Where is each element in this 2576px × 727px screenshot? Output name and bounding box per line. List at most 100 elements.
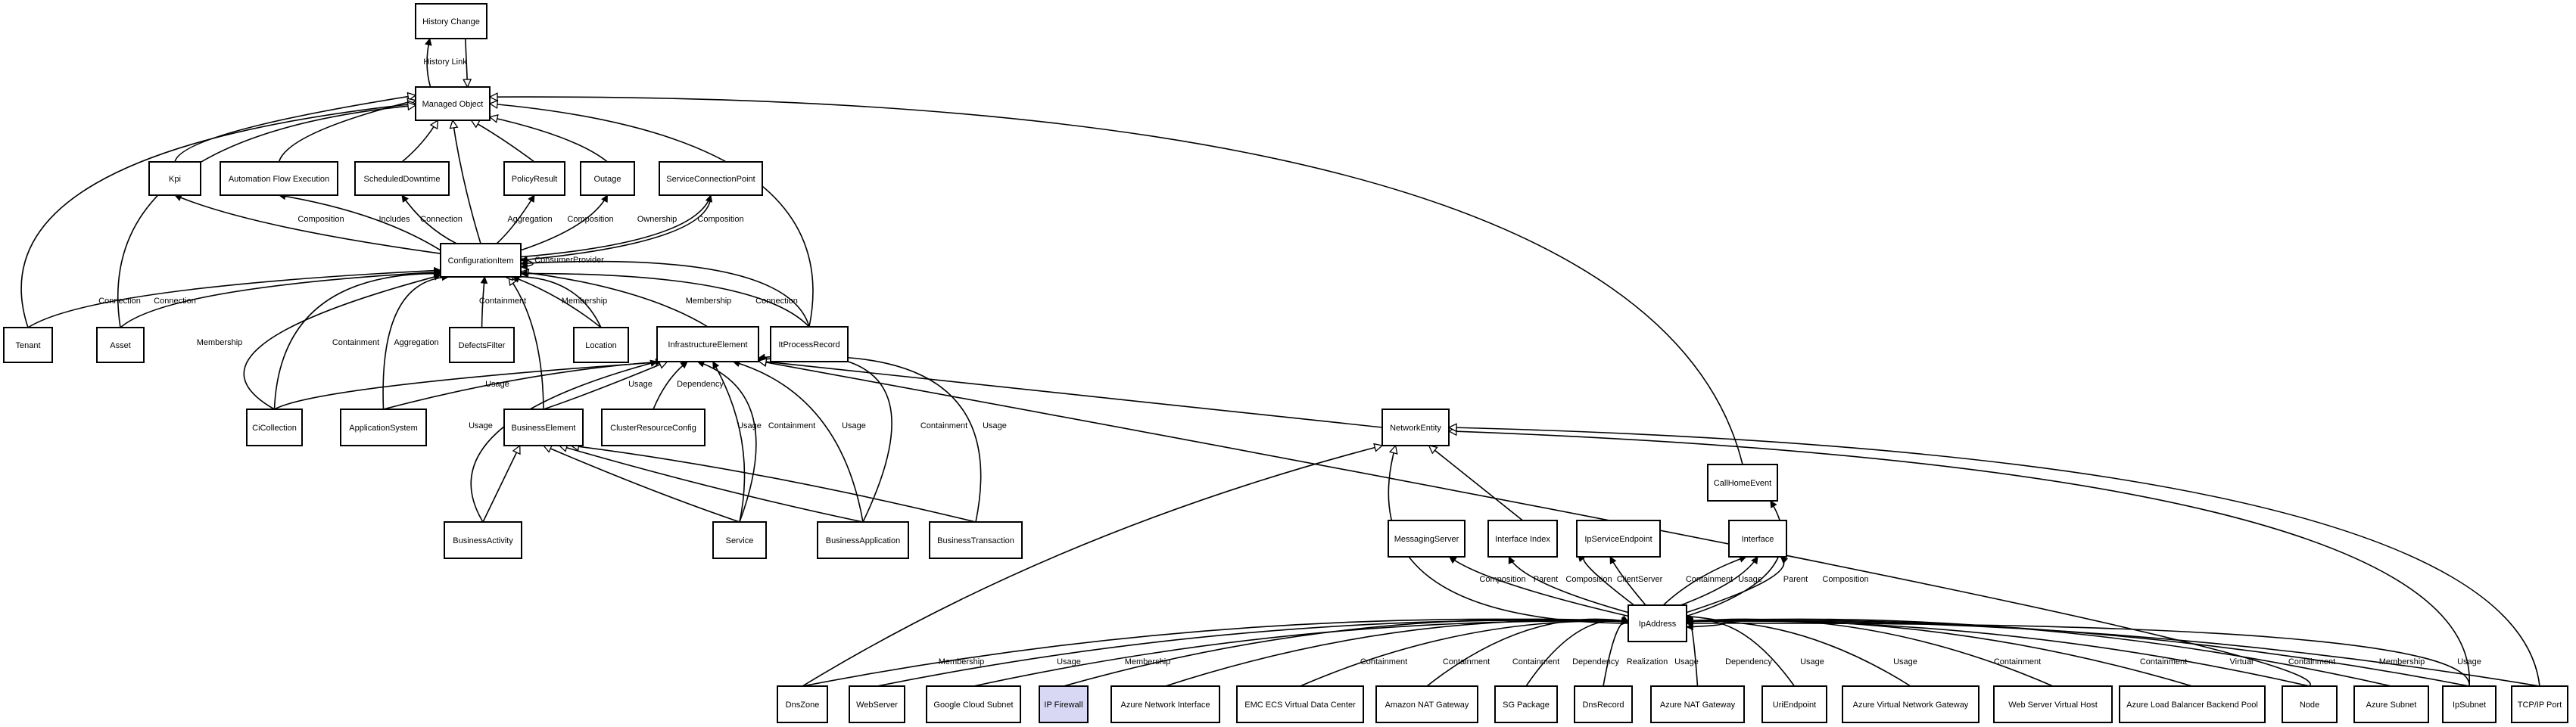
node-ip-service-endpoint[interactable]: IpServiceEndpoint <box>1576 520 1661 558</box>
node-tenant[interactable]: Tenant <box>3 327 53 363</box>
node-business-activity[interactable]: BusinessActivity <box>444 521 522 559</box>
edge-amazon-nat-gateway-ip <box>1426 619 1628 687</box>
edge-df-ci <box>482 277 485 328</box>
node-label: IpServiceEndpoint <box>1584 535 1652 544</box>
edge-out-mo <box>490 117 608 163</box>
edge-ba-ie-label: Usage <box>469 421 493 430</box>
edge-ip-if <box>1662 557 1746 606</box>
node-amazon-nat-gateway[interactable]: Amazon NAT Gateway <box>1375 685 1478 723</box>
edge-azure-nat-gateway-ip <box>1687 619 1699 687</box>
node-kpi[interactable]: Kpi <box>148 161 201 196</box>
node-azure-network-interface[interactable]: Azure Network Interface <box>1110 685 1220 723</box>
node-box <box>2353 685 2429 723</box>
edge-ip-subnet-ip-label: Containment <box>2288 657 2335 666</box>
edge-sd-mo <box>401 120 438 163</box>
edge-as-ci <box>382 277 449 410</box>
node-it-process-record[interactable]: ItProcessRecord <box>770 326 849 362</box>
node-cluster-resource-config[interactable]: ClusterResourceConfig <box>601 409 706 446</box>
node-box <box>415 86 491 121</box>
node-dns-record[interactable]: DnsRecord <box>1574 685 1633 723</box>
node-uri-endpoint[interactable]: UriEndpoint <box>1761 685 1827 723</box>
node-configuration-item[interactable]: ConfigurationItem <box>440 243 522 278</box>
node-interface[interactable]: Interface <box>1728 520 1787 558</box>
node-call-home-event[interactable]: CallHomeEvent <box>1707 464 1778 502</box>
edge-emc-ecs-vdc-ip <box>1300 621 1629 687</box>
node-box <box>1842 685 1980 723</box>
node-box <box>1728 520 1787 558</box>
edge-ip-firewall-ip <box>1063 619 1628 687</box>
node-defects-filter[interactable]: DefectsFilter <box>449 327 515 363</box>
node-sg-package[interactable]: SG Package <box>1494 685 1558 723</box>
node-box <box>770 326 849 362</box>
node-infrastructure-element[interactable]: InfrastructureElement <box>656 326 759 362</box>
node-automation-flow-execution[interactable]: Automation Flow Execution <box>220 161 338 196</box>
node-application-system[interactable]: ApplicationSystem <box>340 409 427 446</box>
node-label: ClusterResourceConfig <box>610 424 696 433</box>
node-managed-object[interactable]: Managed Object <box>415 86 491 121</box>
node-dns-zone[interactable]: DnsZone <box>777 685 828 723</box>
node-label: Node <box>2300 701 2319 710</box>
node-scheduled-downtime[interactable]: ScheduledDowntime <box>354 161 450 196</box>
node-ip-firewall[interactable]: IP Firewall <box>1039 685 1089 723</box>
node-history-change[interactable]: History Change <box>415 3 487 39</box>
node-google-cloud-subnet[interactable]: Google Cloud Subnet <box>926 685 1021 723</box>
edge-ci-pr <box>496 195 535 244</box>
node-node[interactable]: Node <box>2282 685 2338 723</box>
node-ip-address[interactable]: IpAddress <box>1628 604 1687 642</box>
edge-bapp-ie-label: Usage <box>842 421 866 430</box>
node-ci-collection[interactable]: CiCollection <box>246 409 303 446</box>
node-box <box>573 327 629 363</box>
edge-ci-self-label: ConsumerProvider <box>534 256 604 265</box>
edge-dns-ne <box>802 446 1382 687</box>
node-web-server-virtual-host[interactable]: Web Server Virtual Host <box>1993 685 2113 723</box>
edge-azure-lb-backend-pool-ip-label: Containment <box>1994 657 2041 666</box>
edge-ne-ie <box>758 361 1383 428</box>
node-box <box>712 521 767 559</box>
edge-emc-ecs-vdc-ip-label: Containment <box>1443 657 1490 666</box>
node-box <box>449 327 515 363</box>
node-box <box>2442 685 2497 723</box>
edge-cic-ci-label: Membership <box>197 338 243 347</box>
node-messaging-server[interactable]: MessagingServer <box>1388 520 1466 558</box>
edge-loc-ci-label: Membership <box>562 297 608 306</box>
node-label: Kpi <box>169 175 181 184</box>
node-network-entity[interactable]: NetworkEntity <box>1381 409 1450 446</box>
node-box <box>656 326 759 362</box>
edge-ip-if2-label: Usage <box>1738 575 1762 584</box>
edge-ie-ci <box>521 272 709 328</box>
edge-as-ci-label: Aggregation <box>394 338 438 347</box>
node-emc-ecs-vdc[interactable]: EMC ECS Virtual Data Center <box>1236 685 1364 723</box>
node-label: Azure Load Balancer Backend Pool <box>2126 701 2258 710</box>
node-label: Azure Virtual Network Gateway <box>1853 701 1969 710</box>
node-box <box>503 409 584 446</box>
node-business-application[interactable]: BusinessApplication <box>817 521 909 559</box>
node-ip-subnet[interactable]: IpSubnet <box>2442 685 2497 723</box>
node-web-server[interactable]: WebServer <box>849 685 905 723</box>
node-box <box>415 3 487 39</box>
node-azure-nat-gateway[interactable]: Azure NAT Gateway <box>1650 685 1745 723</box>
edge-asset-ci <box>120 272 441 328</box>
node-azure-lb-backend-pool[interactable]: Azure Load Balancer Backend Pool <box>2119 685 2266 723</box>
node-business-transaction[interactable]: BusinessTransaction <box>929 521 1023 559</box>
node-service-connection-point[interactable]: ServiceConnectionPoint <box>659 161 763 196</box>
node-box <box>2282 685 2338 723</box>
node-service[interactable]: Service <box>712 521 767 559</box>
edge-ip-if3 <box>1686 557 1784 614</box>
node-policy-result[interactable]: PolicyResult <box>503 161 565 196</box>
node-box <box>1628 604 1687 642</box>
node-label: DefectsFilter <box>459 341 506 350</box>
edge-bt-be <box>571 446 977 523</box>
node-azure-vnet-gateway[interactable]: Azure Virtual Network Gateway <box>1842 685 1980 723</box>
node-location[interactable]: Location <box>573 327 629 363</box>
node-label: Azure Network Interface <box>1121 701 1210 710</box>
node-business-element[interactable]: BusinessElement <box>503 409 584 446</box>
node-label: BusinessActivity <box>453 536 513 545</box>
node-box <box>849 685 905 723</box>
node-interface-index[interactable]: Interface Index <box>1487 520 1558 558</box>
node-asset[interactable]: Asset <box>96 327 145 363</box>
node-azure-subnet[interactable]: Azure Subnet <box>2353 685 2429 723</box>
node-tcpip-port[interactable]: TCP/IP Port <box>2511 685 2568 723</box>
node-outage[interactable]: Outage <box>580 161 635 196</box>
